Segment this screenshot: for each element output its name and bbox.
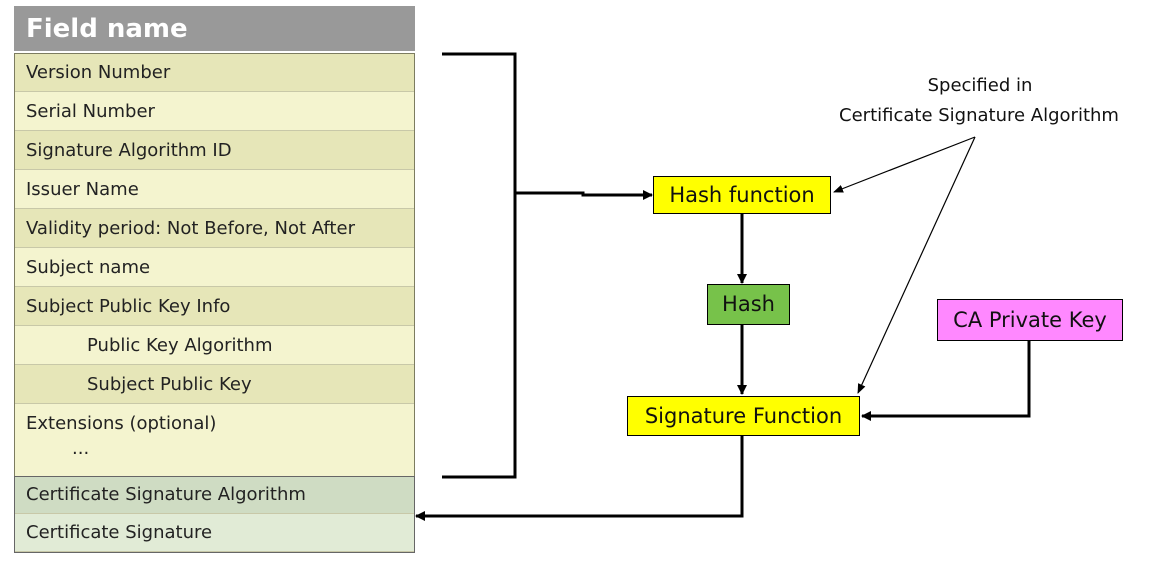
arrow-private-key-to-signature (861, 341, 1031, 421)
note-arrow-to-hash-function (833, 136, 976, 193)
extensions-ellipsis: ... (72, 438, 90, 459)
arrow-signature-to-certificate (415, 436, 744, 521)
hash-function-box: Hash function (653, 176, 831, 214)
row-certificate-signature: Certificate Signature (15, 514, 414, 552)
row-extensions: Extensions (optional) ... (15, 404, 414, 476)
extensions-label: Extensions (optional) (26, 413, 217, 434)
tbs-certificate-rows: Version Number Serial Number Signature A… (14, 53, 415, 477)
row-public-key-algorithm: Public Key Algorithm (15, 326, 414, 365)
row-validity-period: Validity period: Not Before, Not After (15, 209, 414, 248)
hash-box: Hash (707, 284, 790, 325)
tbs-bracket (442, 52, 517, 479)
row-certificate-signature-algorithm: Certificate Signature Algorithm (15, 477, 414, 514)
row-subject-public-key-info: Subject Public Key Info (15, 287, 414, 326)
ca-private-key-box: CA Private Key (937, 299, 1123, 341)
arrow-to-hash-function (515, 190, 653, 200)
note-certificate-signature-algorithm: Certificate Signature Algorithm (839, 105, 1119, 126)
signature-function-box: Signature Function (627, 396, 860, 436)
row-version-number: Version Number (15, 54, 414, 92)
row-issuer-name: Issuer Name (15, 170, 414, 209)
row-signature-algorithm-id: Signature Algorithm ID (15, 131, 414, 170)
row-subject-public-key: Subject Public Key (15, 365, 414, 404)
signature-rows: Certificate Signature Algorithm Certific… (14, 476, 415, 553)
note-specified-in: Specified in (927, 75, 1033, 96)
table-header: Field name (14, 6, 415, 51)
row-serial-number: Serial Number (15, 92, 414, 131)
note-arrow-to-signature-function (857, 136, 976, 394)
row-subject-name: Subject name (15, 248, 414, 287)
